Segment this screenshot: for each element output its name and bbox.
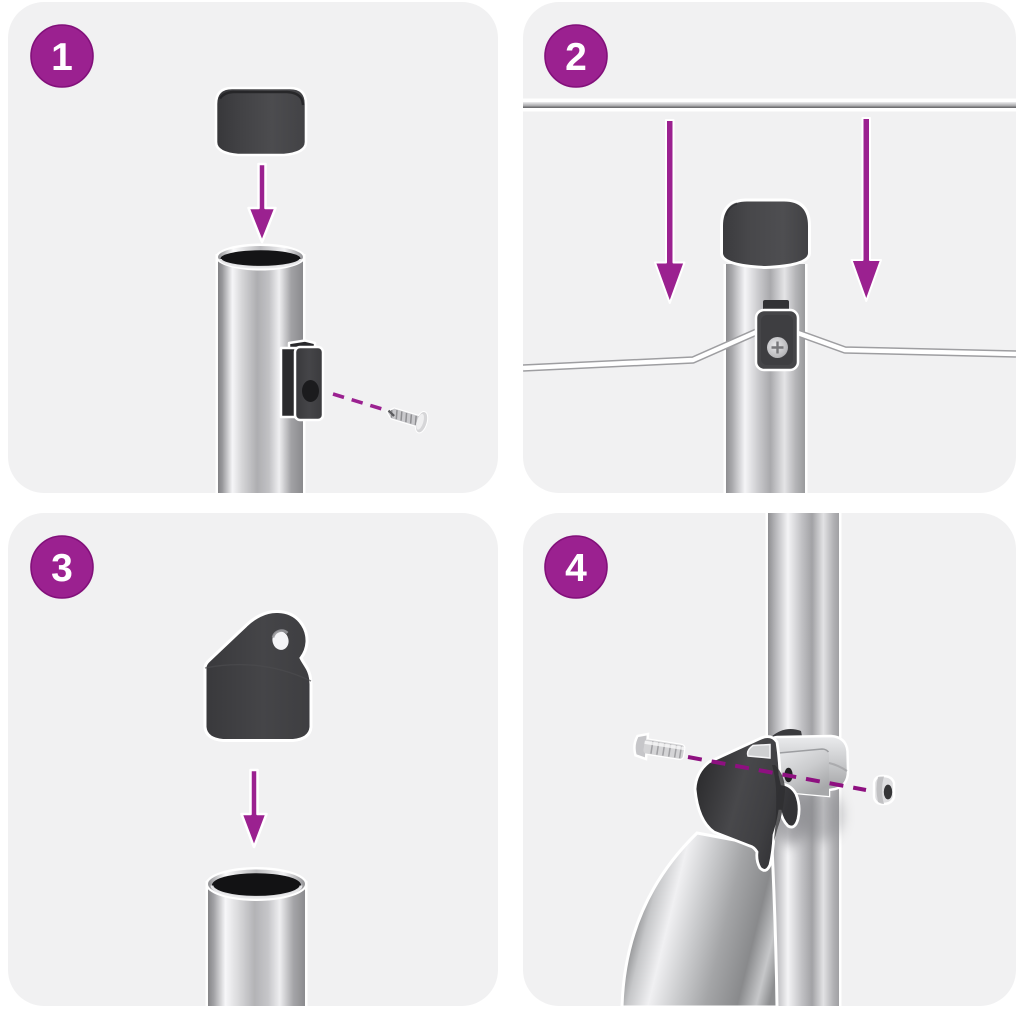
- svg-text:4: 4: [565, 547, 587, 590]
- svg-text:1: 1: [51, 36, 73, 79]
- svg-text:3: 3: [51, 547, 73, 590]
- svg-text:2: 2: [565, 36, 587, 79]
